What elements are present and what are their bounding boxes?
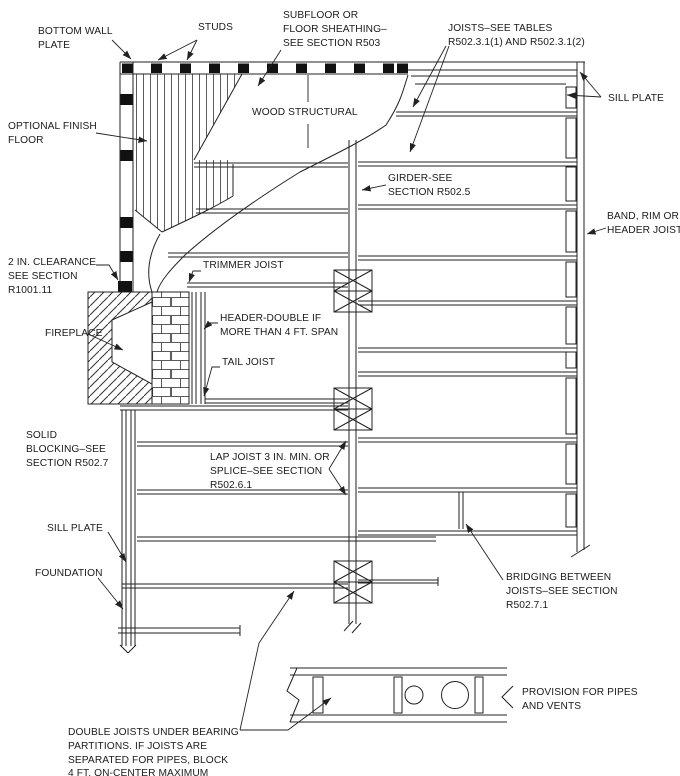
- leader-girder: [361, 184, 387, 192]
- leader-lines: [87, 39, 607, 731]
- leader-trimmer: [188, 270, 201, 283]
- subfloor-lines: [408, 69, 577, 85]
- stud-blocks: [122, 63, 408, 73]
- pipe-hole-small: [404, 685, 424, 705]
- leader-studs-2: [186, 39, 198, 61]
- break-mark-left: [286, 667, 300, 723]
- leader-joists-2: [409, 45, 450, 153]
- leader-sill-top-1: [579, 71, 602, 98]
- leader-subfloor: [257, 49, 282, 87]
- pipes-vents-detail: [286, 667, 514, 723]
- fireplace-bricks: [151, 291, 190, 405]
- foundation-wall: [118, 410, 241, 654]
- joists-right-field: [358, 111, 577, 586]
- leader-sill-top-2: [566, 92, 602, 99]
- break-mark-right: [501, 685, 514, 709]
- header-joist-lines: [191, 292, 206, 404]
- leader-bridging: [465, 523, 504, 581]
- footing-line: [118, 625, 241, 636]
- finish-floor-hatch: [133, 73, 243, 233]
- leader-finish-floor: [95, 132, 148, 143]
- leader-studs-1: [157, 39, 198, 61]
- bottom-wall-plate-band: [120, 61, 585, 75]
- leader-header: [203, 320, 218, 330]
- leader-joists-1: [412, 45, 447, 108]
- leader-band: [586, 227, 607, 235]
- leader-lap-2: [328, 468, 347, 496]
- joist-end-blocks: [565, 86, 577, 528]
- leader-lap-1: [328, 440, 347, 470]
- girder: [343, 140, 362, 634]
- cutaway-curves: [148, 74, 409, 293]
- wall-blocking-blocks: [118, 94, 133, 292]
- leader-tail: [203, 366, 220, 397]
- leader-bottom-wall-plate: [111, 39, 132, 60]
- fireplace-masonry: [87, 291, 153, 405]
- joists-left-field: [120, 162, 436, 589]
- leader-clearance: [96, 264, 119, 281]
- trimmer-joist-line: [187, 282, 348, 288]
- tail-joist-line: [205, 398, 348, 404]
- leader-fireplace: [87, 333, 124, 351]
- lap-joist-blocks: [333, 269, 373, 604]
- pipe-hole-large: [441, 681, 469, 709]
- band-rim-joist: [565, 62, 591, 558]
- fireplace-assembly: [87, 291, 206, 405]
- leader-double-joists-1: [239, 590, 295, 731]
- left-wall: [118, 62, 134, 292]
- leader-sill-lower: [107, 531, 127, 563]
- leader-double-joists-2: [240, 697, 332, 731]
- leader-foundation: [97, 577, 124, 610]
- bridging-lines: [458, 492, 464, 529]
